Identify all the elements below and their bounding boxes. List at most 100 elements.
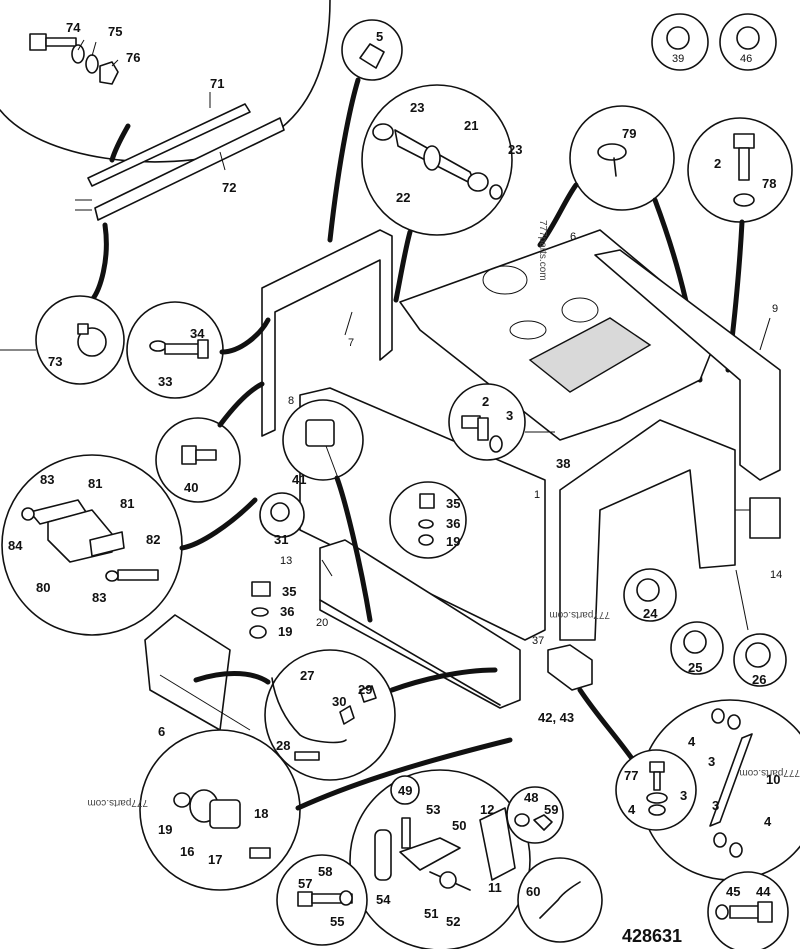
callout-44-45 xyxy=(707,871,789,949)
part-label: 7 xyxy=(348,337,354,349)
part-label: 42, 43 xyxy=(538,710,574,725)
detail-pivot xyxy=(139,729,513,891)
callout-33-34 xyxy=(126,301,271,399)
part-label: 19 xyxy=(158,822,172,837)
part-label: 26 xyxy=(752,672,766,687)
watermark: 777parts.com xyxy=(87,797,148,808)
part-label: 82 xyxy=(146,532,160,547)
part-label: 35 xyxy=(446,496,460,511)
part-label: 2 xyxy=(714,156,721,171)
part-label: 44 xyxy=(756,884,771,899)
part-label: 3 xyxy=(680,788,687,803)
part-label: 19 xyxy=(278,624,292,639)
part-label: 3 xyxy=(708,754,715,769)
part-label: 22 xyxy=(396,190,410,205)
part-label: 35 xyxy=(282,584,296,599)
part-label: 71 xyxy=(210,76,224,91)
part-label: 53 xyxy=(426,802,440,817)
part-label: 11 xyxy=(488,880,502,895)
callout-49 xyxy=(390,775,420,805)
part-label: 50 xyxy=(452,818,466,833)
part-label: 17 xyxy=(208,852,222,867)
part-label: 81 xyxy=(88,476,102,491)
callout-35-36-19-lower xyxy=(249,559,333,639)
part-label: 19 xyxy=(446,534,460,549)
part-label: 34 xyxy=(190,326,205,341)
part-label: 73 xyxy=(48,354,62,369)
callout-35-36-19-upper xyxy=(389,481,467,559)
figure-number: 428631 xyxy=(622,926,682,946)
part-label: 55 xyxy=(330,914,344,929)
part-label: 31 xyxy=(274,532,288,547)
part-label: 37 xyxy=(532,635,544,647)
part-label: 75 xyxy=(108,24,122,39)
part-label: 4 xyxy=(628,802,636,817)
detail-bolt-strip xyxy=(0,0,331,385)
part-label: 23 xyxy=(508,142,522,157)
part-label: 30 xyxy=(332,694,346,709)
part-label: 58 xyxy=(318,864,332,879)
part-label: 29 xyxy=(358,682,372,697)
part-label: 45 xyxy=(726,884,740,899)
part-label: 51 xyxy=(424,906,438,921)
callout-5 xyxy=(327,19,403,243)
watermark: 777parts.com xyxy=(739,767,800,778)
watermark: 777parts.com xyxy=(537,220,548,281)
part-label: 13 xyxy=(280,555,292,567)
part-label: 3 xyxy=(506,408,513,423)
part-label: 84 xyxy=(8,538,23,553)
callout-24-25-26 xyxy=(623,568,787,687)
part-label: 1 xyxy=(534,489,540,501)
part-label: 48 xyxy=(524,790,538,805)
callout-60 xyxy=(517,857,603,943)
part-label: 8 xyxy=(288,395,294,407)
part-label: 39 xyxy=(672,53,684,65)
part-label: 6 xyxy=(158,724,165,739)
part-label: 9 xyxy=(772,303,778,315)
part-label: 6 xyxy=(570,231,576,243)
part-label: 23 xyxy=(410,100,424,115)
callout-55-57-58 xyxy=(276,854,368,946)
part-label: 52 xyxy=(446,914,460,929)
callout-48-59 xyxy=(506,786,564,844)
callout-40 xyxy=(155,381,265,503)
part-label: 27 xyxy=(300,668,314,683)
callout-2-3 xyxy=(448,383,555,461)
part-label: 54 xyxy=(376,892,391,907)
part-label: 3 xyxy=(712,798,719,813)
part-label: 5 xyxy=(376,29,383,44)
detail-gas-strut xyxy=(639,699,800,881)
part-label: 28 xyxy=(276,738,290,753)
part-label: 81 xyxy=(120,496,134,511)
part-label: 77 xyxy=(624,768,638,783)
part-label: 80 xyxy=(36,580,50,595)
part-label: 14 xyxy=(770,569,782,581)
part-label: 59 xyxy=(544,802,558,817)
part-label: 16 xyxy=(180,844,194,859)
part-label: 20 xyxy=(316,617,328,629)
part-label: 74 xyxy=(66,20,81,35)
part-label: 25 xyxy=(688,660,702,675)
part-label: 72 xyxy=(222,180,236,195)
part-label: 57 xyxy=(298,876,312,891)
part-label: 76 xyxy=(126,50,140,65)
detail-clamp xyxy=(1,454,258,636)
part-label: 46 xyxy=(740,53,752,65)
callout-77 xyxy=(615,749,697,831)
callout-41 xyxy=(282,399,373,623)
watermark: 777parts.com xyxy=(549,609,610,620)
part-label: 83 xyxy=(92,590,106,605)
part-label: 10 xyxy=(766,772,780,787)
callout-31 xyxy=(259,492,305,538)
part-label: 4 xyxy=(764,814,772,829)
callout-39-46 xyxy=(651,13,777,71)
part-label: 36 xyxy=(280,604,294,619)
part-label: 83 xyxy=(40,472,54,487)
part-label: 79 xyxy=(622,126,636,141)
part-label: 49 xyxy=(398,783,412,798)
part-label: 2 xyxy=(482,394,489,409)
part-label: 40 xyxy=(184,480,198,495)
part-label: 41 xyxy=(292,472,306,487)
part-label: 78 xyxy=(762,176,776,191)
